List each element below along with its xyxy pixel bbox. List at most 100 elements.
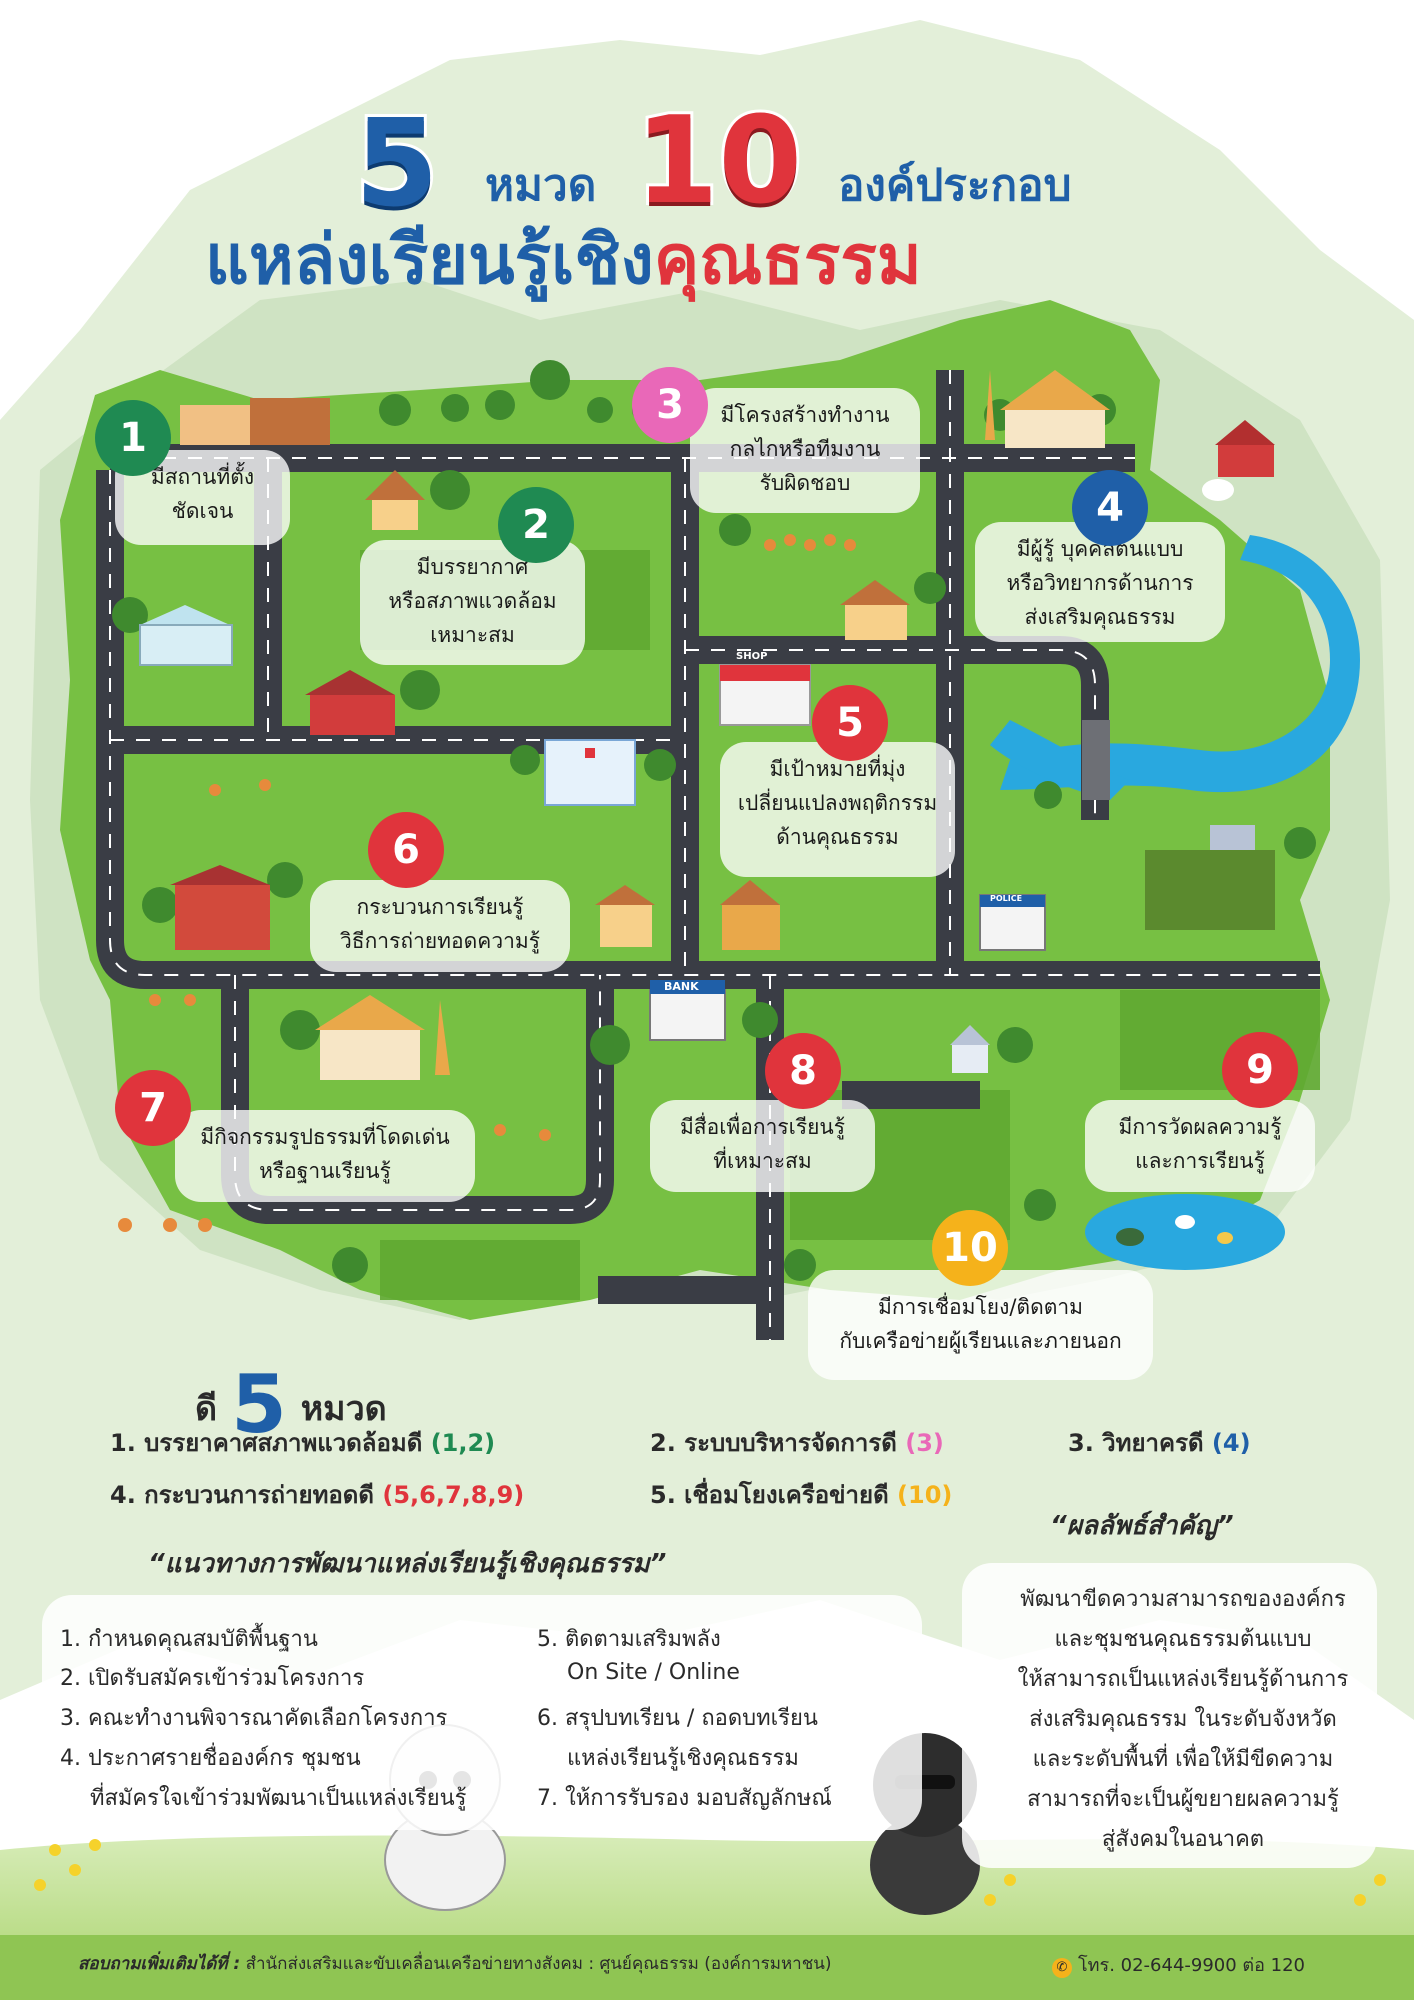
guidelines-panel — [42, 1595, 922, 1830]
title-number-5: 5 — [352, 92, 441, 237]
category-5-text: 5. เชื่อมโยงเครือข่ายดี — [650, 1481, 889, 1509]
category-1: 1. บรรยาคาศสภาพแวดล้อมดี (1,2) — [110, 1423, 495, 1462]
pond — [1085, 1194, 1285, 1270]
component-6-line1: กระบวนการเรียนรู้ — [356, 895, 524, 919]
sheep — [1202, 479, 1234, 501]
component-4-line2: หรือวิทยากรด้านการ — [1006, 571, 1194, 595]
component-6-label: กระบวนการเรียนรู้ วิธีการถ่ายทอดความรู้ — [310, 880, 570, 972]
category-4: 4. กระบวนการถ่ายทอดดี (5,6,7,8,9) — [110, 1475, 524, 1514]
component-8-badge: 8 — [765, 1033, 841, 1109]
category-2-text: 2. ระบบบริหารจัดการดี — [650, 1429, 897, 1457]
component-3-line2: กลไกหรือทีมงาน — [729, 437, 881, 461]
results-panel — [962, 1563, 1377, 1868]
results-line-5: และระดับพื้นที่ เพื่อให้มีขีดความ — [1032, 1747, 1334, 1772]
component-4-line3: ส่งเสริมคุณธรรม — [1024, 605, 1176, 629]
component-10-label: มีการเชื่อมโยง/ติดตาม กับเครือข่ายผู้เรี… — [808, 1270, 1153, 1380]
footer-phone: ✆ โทร. 02-644-9900 ต่อ 120 — [1052, 1950, 1305, 1979]
component-8-line1: มีสื่อเพื่อการเรียนรู้ — [679, 1115, 846, 1139]
component-2-label: มีบรรยากาศ หรือสภาพแวดล้อม เหมาะสม — [360, 540, 585, 665]
component-3-badge: 3 — [632, 367, 708, 443]
guideline-left-5: ที่สมัครใจเข้าร่วมพัฒนาเป็นแหล่งเรียนรู้ — [90, 1786, 467, 1811]
title-main-blue: แหล่งเรียนรู้เชิง — [205, 221, 654, 300]
people — [118, 534, 856, 1232]
guideline-right-2: On Site / Online — [567, 1660, 740, 1685]
footer-phone-number: โทร. 02-644-9900 ต่อ 120 — [1078, 1955, 1306, 1976]
component-7-line1: มีกิจกรรมรูปธรรมที่โดดเด่น — [200, 1125, 450, 1149]
component-6-badge: 6 — [368, 812, 444, 888]
component-6-line2: วิธีการถ่ายทอดความรู้ — [339, 929, 541, 953]
guideline-left-1: 1. กำหนดคุณสมบัติพื้นฐาน — [60, 1627, 318, 1652]
ducks — [1116, 1215, 1233, 1246]
category-5-refs: (10) — [897, 1481, 953, 1509]
footer-bar — [0, 1935, 1414, 2000]
guideline-right-4: แหล่งเรียนรู้เชิงคุณธรรม — [567, 1746, 799, 1771]
category-3: 3. วิทยาครดี (4) — [1068, 1423, 1251, 1462]
title-hmuad: หมวด — [485, 160, 597, 211]
footer-contact: สอบถามเพิ่มเติมได้ที่ : สำนักส่งเสริมและ… — [78, 1950, 832, 1977]
results-line-6: สามารถที่จะเป็นผู้ขยายผลความรู้ — [1027, 1787, 1339, 1812]
component-7-label: มีกิจกรรมรูปธรรมที่โดดเด่น หรือฐานเรียนร… — [175, 1110, 475, 1202]
police-sign: POLICE — [990, 894, 1023, 903]
category-4-refs: (5,6,7,8,9) — [382, 1481, 525, 1509]
categories-suffix: หมวด — [300, 1389, 387, 1429]
category-2: 2. ระบบบริหารจัดการดี (3) — [650, 1423, 944, 1462]
footer-ask: สอบถามเพิ่มเติมได้ที่ : — [78, 1954, 241, 1974]
guideline-right-5: 7. ให้การรับรอง มอบสัญลักษณ์ — [537, 1786, 832, 1811]
guideline-right-1: 5. ติดตามเสริมพลัง — [537, 1627, 721, 1652]
component-5-line3: ด้านคุณธรรม — [776, 825, 899, 849]
category-3-refs: (4) — [1211, 1429, 1251, 1457]
component-3-line3: รับผิดชอบ — [759, 471, 851, 495]
component-9-label: มีการวัดผลความรู้ และการเรียนรู้ — [1085, 1100, 1315, 1192]
component-1-badge: 1 — [95, 400, 171, 476]
component-2-line1: มีบรรยากาศ — [416, 555, 529, 579]
title-main-red: คุณธรรม — [653, 221, 922, 300]
component-5-line1: มีเป้าหมายที่มุ่ง — [769, 757, 906, 781]
category-1-refs: (1,2) — [430, 1429, 496, 1457]
guidelines-heading: “แนวทางการพัฒนาแหล่งเรียนรู้เชิงคุณธรรม” — [148, 1549, 667, 1579]
guideline-left-2: 2. เปิดรับสมัครเข้าร่วมโครงการ — [60, 1666, 365, 1691]
results-line-1: พัฒนาขีดความสามารถขององค์กร — [1020, 1587, 1346, 1612]
component-10-line2: กับเครือข่ายผู้เรียนและภายนอก — [839, 1329, 1122, 1353]
guideline-left-3: 3. คณะทำงานพิจารณาคัดเลือกโครงการ — [60, 1706, 448, 1731]
component-3-label: มีโครงสร้างทำงาน กลไกหรือทีมงาน รับผิดชอ… — [690, 388, 920, 513]
component-8-label: มีสื่อเพื่อการเรียนรู้ ที่เหมาะสม — [650, 1100, 875, 1192]
buildings — [139, 370, 1275, 1080]
results-line-2: และชุมชนคุณธรรมต้นแบบ — [1054, 1627, 1312, 1652]
results-line-4: ส่งเสริมคุณธรรม ในระดับจังหวัด — [1029, 1707, 1337, 1732]
results-text: พัฒนาขีดความสามารถขององค์กร และชุมชนคุณธ… — [968, 1580, 1398, 1860]
guideline-left-4: 4. ประกาศรายชื่อองค์กร ชุมชน — [60, 1746, 361, 1771]
category-5: 5. เชื่อมโยงเครือข่ายดี (10) — [650, 1475, 952, 1514]
shop-sign: SHOP — [736, 651, 768, 662]
component-5-badge: 5 — [812, 685, 888, 761]
component-4-label: มีผู้รู้ บุคคลต้นแบบ หรือวิทยากรด้านการ … — [975, 522, 1225, 642]
results-line-3: ให้สามารถเป็นแหล่งเรียนรู้ด้านการ — [1017, 1667, 1349, 1692]
component-1-line2: ชัดเจน — [171, 499, 234, 523]
component-9-line2: และการเรียนรู้ — [1135, 1149, 1265, 1173]
component-7-line2: หรือฐานเรียนรู้ — [259, 1159, 391, 1183]
category-2-refs: (3) — [905, 1429, 944, 1457]
title-ongprakob: องค์ประกอบ — [838, 160, 1072, 211]
component-1-line1: มีสถานที่ตั้ง — [150, 465, 255, 489]
component-2-badge: 2 — [498, 487, 574, 563]
title-number-10: 10 — [632, 89, 805, 234]
phone-icon: ✆ — [1052, 1958, 1072, 1978]
component-3-line1: มีโครงสร้างทำงาน — [720, 403, 890, 427]
component-5-label: มีเป้าหมายที่มุ่ง เปลี่ยนแปลงพฤติกรรม ด้… — [720, 742, 955, 877]
component-5-line2: เปลี่ยนแปลงพฤติกรรม — [737, 791, 938, 815]
component-8-line2: ที่เหมาะสม — [713, 1149, 812, 1173]
component-10-line1: มีการเชื่อมโยง/ติดตาม — [878, 1295, 1083, 1319]
category-3-text: 3. วิทยาครดี — [1068, 1429, 1204, 1457]
footer-org: สำนักส่งเสริมและขับเคลื่อนเครือข่ายทางสั… — [245, 1954, 832, 1974]
bank-sign: BANK — [664, 980, 699, 993]
category-1-text: 1. บรรยาคาศสภาพแวดล้อมดี — [110, 1429, 423, 1457]
component-2-line2: หรือสภาพแวดล้อม — [388, 589, 557, 613]
bridge — [1082, 720, 1110, 800]
component-2-line3: เหมาะสม — [430, 623, 515, 647]
category-4-text: 4. กระบวนการถ่ายทอดดี — [110, 1481, 374, 1509]
results-line-7: สู่สังคมในอนาคต — [1101, 1827, 1265, 1852]
categories-prefix: ดี — [195, 1389, 218, 1429]
component-7-badge: 7 — [115, 1070, 191, 1146]
component-4-badge: 4 — [1072, 470, 1148, 546]
